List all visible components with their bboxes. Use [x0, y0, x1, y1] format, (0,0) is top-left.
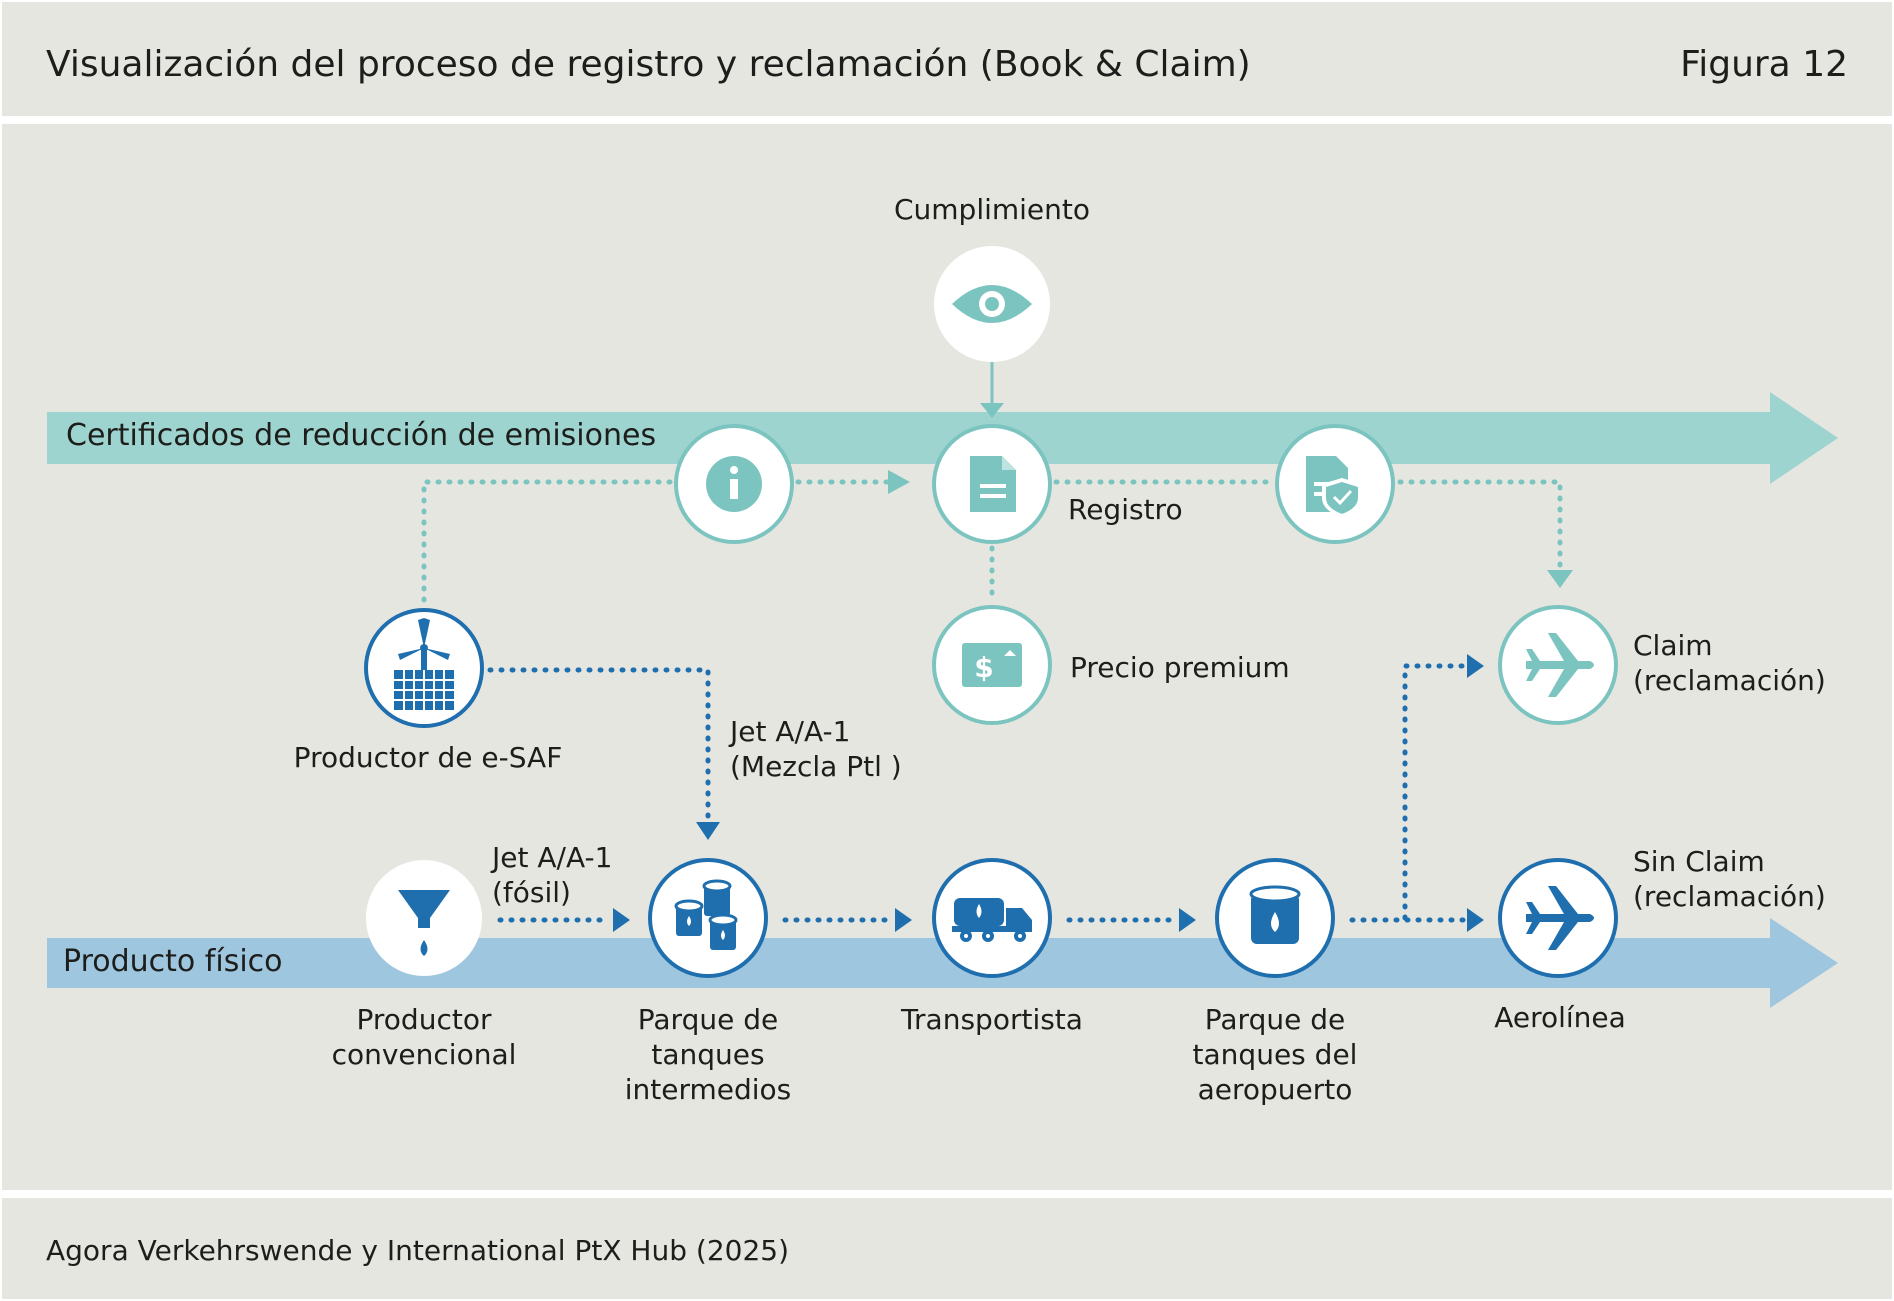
airplane-icon [1526, 633, 1594, 697]
tanker-truck-icon [952, 898, 1032, 942]
barrels-icon [674, 879, 738, 950]
fossil-edge-label: Jet A/A-1 (fósil) [492, 841, 613, 909]
svg-text:$: $ [974, 651, 993, 684]
tank-drop-icon [1249, 885, 1301, 944]
airplane-icon [1526, 886, 1594, 950]
teal-arrowheads [888, 470, 1573, 588]
funnel-drop-icon [398, 890, 450, 956]
claim-node [1498, 605, 1618, 725]
premium-label: Precio premium [1070, 651, 1290, 684]
intermediate-tanks-label: Parque de tanques intermedios [624, 1003, 792, 1106]
physical-band-label: Producto físico [63, 944, 283, 979]
physical-band [47, 918, 1838, 1008]
source-note: Agora Verkehrswende y International PtX … [46, 1234, 790, 1267]
esaf-producer-label: Productor de e-SAF [293, 741, 563, 774]
no-claim-label: Sin Claim (reclamación) [1633, 845, 1826, 913]
eye-icon [952, 285, 1032, 323]
wind-solar-icon [394, 618, 454, 710]
airport-tanks-label: Parque de tanques del aeropuerto [1192, 1003, 1358, 1106]
conventional-producer-label: Productor convencional [331, 1003, 517, 1071]
intermediate-tanks-node [648, 858, 768, 978]
flow-connectors [487, 663, 1471, 923]
figure-number: Figura 12 [1680, 44, 1848, 85]
registry-connectors [421, 479, 1563, 606]
carrier-node [932, 858, 1052, 978]
page-title: Visualización del proceso de registro y … [46, 44, 1251, 85]
compliance-node [934, 246, 1050, 362]
airport-tanks-node [1215, 858, 1335, 978]
compliance-label: Cumplimiento [893, 193, 1091, 226]
info-icon [706, 456, 762, 512]
info-node [674, 424, 794, 544]
registry-label: Registro [1068, 493, 1183, 526]
premium-node: $ [932, 605, 1052, 725]
certificates-band-label: Certificados de reducción de emisiones [66, 418, 657, 453]
registry-node [932, 424, 1052, 544]
blue-arrowheads [613, 654, 1484, 932]
airline-node [1498, 858, 1618, 978]
blend-edge-label: Jet A/A-1 (Mezcla Ptl ) [730, 715, 902, 783]
carrier-label: Transportista [901, 1003, 1083, 1036]
header-panel [2, 2, 1892, 116]
verified-document-icon [1306, 456, 1362, 518]
claim-label: Claim (reclamación) [1633, 629, 1826, 697]
footer-panel [2, 1198, 1892, 1299]
dollar-ticket-icon: $ [962, 643, 1022, 687]
conventional-producer-node [366, 860, 482, 976]
airline-label: Aerolínea [1494, 1001, 1626, 1034]
document-icon [970, 456, 1016, 512]
verified-document-node [1275, 424, 1395, 544]
esaf-producer-node [364, 608, 484, 728]
